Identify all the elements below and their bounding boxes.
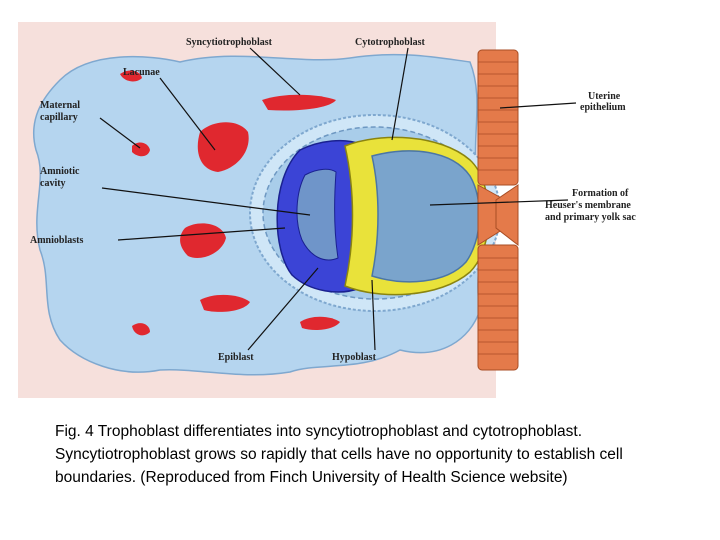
lacuna-left-lower xyxy=(180,223,226,258)
label-amniotic-cavity-1: Amniotic xyxy=(40,166,80,177)
label-epiblast: Epiblast xyxy=(218,352,254,363)
label-heusers-membrane-3: and primary yolk sac xyxy=(545,212,636,223)
label-heusers-membrane-1: Formation of xyxy=(572,188,629,199)
uterine-epithelium xyxy=(477,49,519,371)
lacuna-small-left xyxy=(132,323,150,336)
lacuna-upper-left xyxy=(120,70,142,82)
label-hypoblast: Hypoblast xyxy=(332,352,377,363)
amniotic-cavity xyxy=(296,168,339,261)
label-amniotic-cavity-2: cavity xyxy=(40,178,66,189)
label-syncytiotrophoblast: Syncytiotrophoblast xyxy=(186,37,273,48)
primary-yolk-sac xyxy=(371,150,480,283)
label-uterine-epithelium-1: Uterine xyxy=(588,91,621,102)
embryo-implantation-diagram: Syncytiotrophoblast Cytotrophoblast Lacu… xyxy=(18,22,636,398)
figure-caption: Fig. 4 Trophoblast differentiates into s… xyxy=(55,423,623,486)
label-uterine-epithelium-2: epithelium xyxy=(580,102,626,113)
epithelium-cell-lines xyxy=(478,61,518,355)
lacuna-upper-right xyxy=(262,94,336,111)
label-lacunae: Lacunae xyxy=(123,67,160,78)
label-maternal-capillary-1: Maternal xyxy=(40,100,80,111)
leader-lines xyxy=(99,47,577,351)
lacunae-group xyxy=(120,70,340,336)
lacuna-bottom-left xyxy=(200,294,250,312)
label-maternal-capillary-2: capillary xyxy=(40,112,78,123)
label-heusers-membrane-2: Heuser's membrane xyxy=(545,200,631,211)
label-cytotrophoblast: Cytotrophoblast xyxy=(355,37,425,48)
label-amnioblasts: Amnioblasts xyxy=(30,235,83,246)
lacuna-left-large xyxy=(197,122,249,172)
lacuna-bottom xyxy=(300,316,340,330)
